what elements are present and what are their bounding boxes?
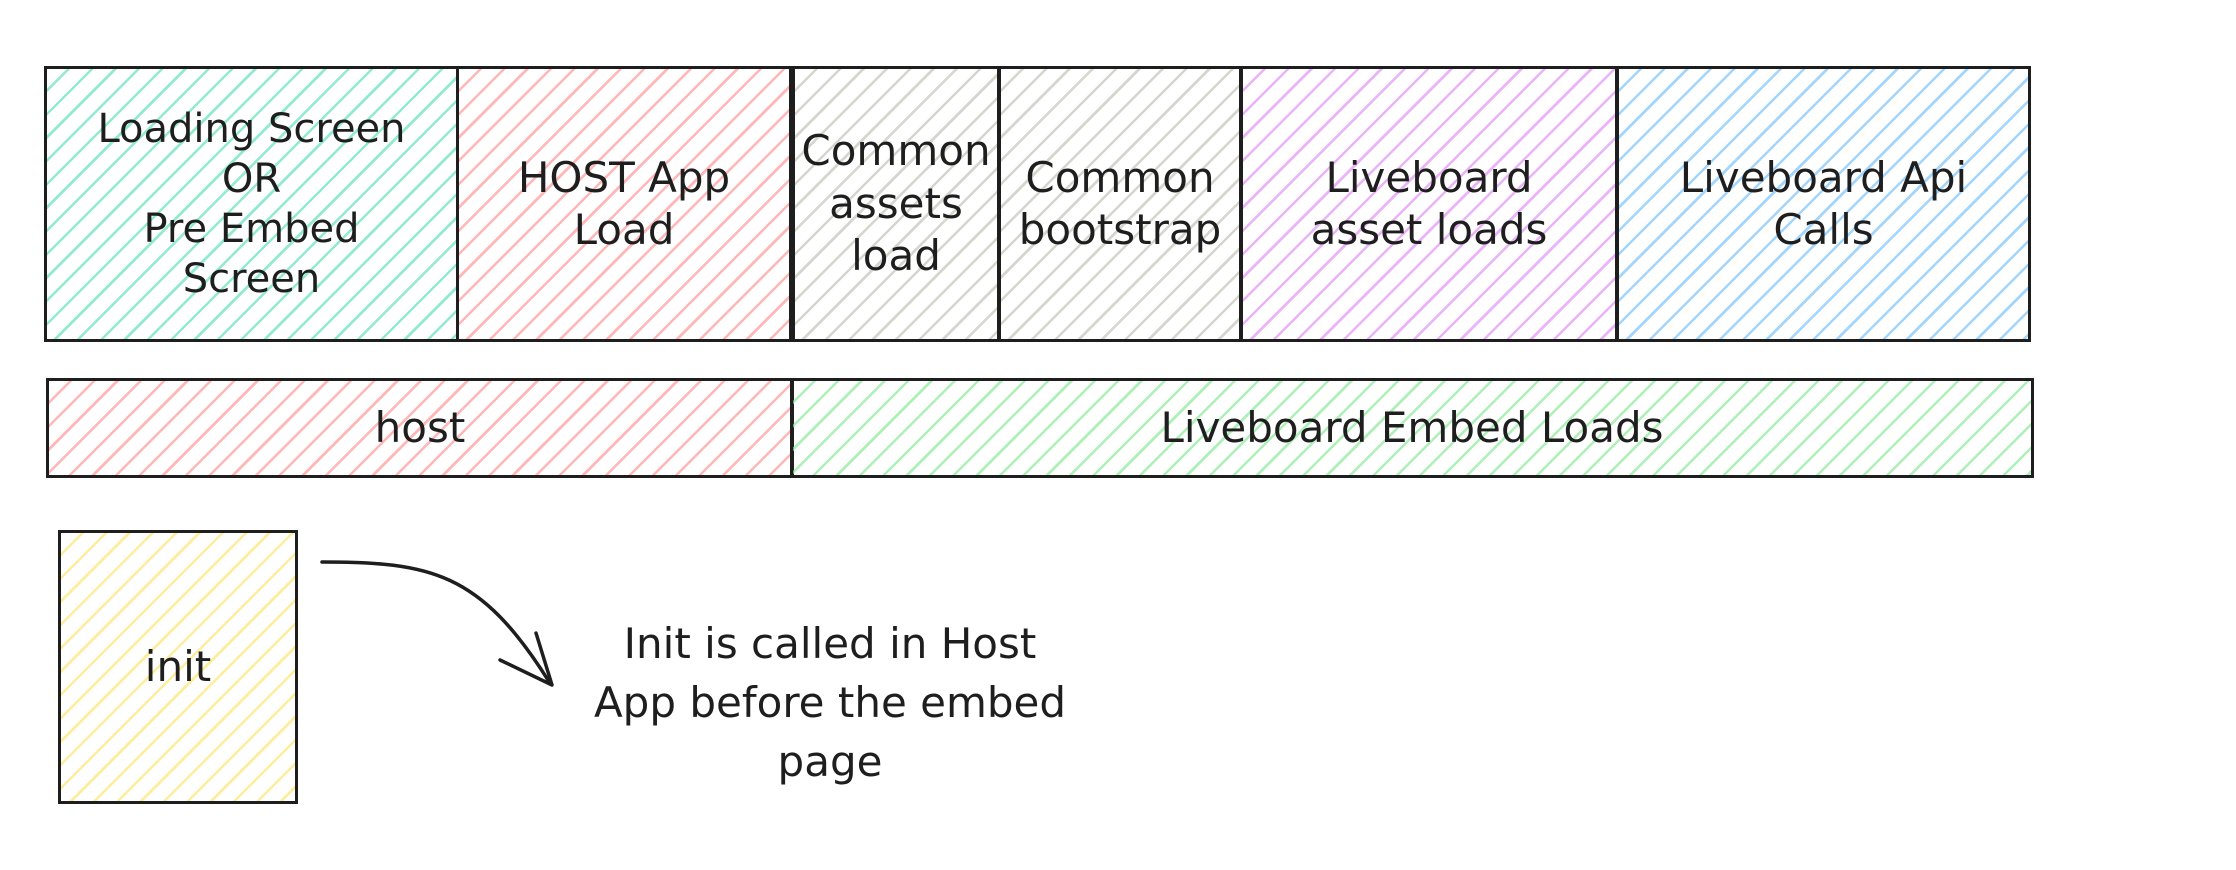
segment-label: Common bootstrap <box>1018 152 1222 255</box>
arrow-shaft <box>320 560 550 682</box>
init-note: Init is called in Host App before the em… <box>593 619 1067 786</box>
phase-host: host <box>46 378 794 478</box>
segment-liveboard-api-calls: Liveboard Api Calls <box>1616 66 2031 342</box>
init-label: init <box>144 641 212 691</box>
segment-loading-screen: Loading Screen OR Pre Embed Screen <box>44 66 459 342</box>
phase-liveboard-embed-loads: Liveboard Embed Loads <box>790 378 2034 478</box>
segment-common-bootstrap: Common bootstrap <box>998 66 1242 342</box>
segment-liveboard-asset-loads: Liveboard asset loads <box>1240 66 1618 342</box>
arrow-head <box>498 631 554 687</box>
segment-label: Liveboard asset loads <box>1310 152 1548 255</box>
segment-label: Loading Screen OR Pre Embed Screen <box>97 106 406 302</box>
init-box: init <box>58 530 298 804</box>
segment-label: Common assets load <box>801 126 991 281</box>
segment-host-app-load: HOST App Load <box>456 66 792 342</box>
phase-label: host <box>374 402 466 452</box>
segment-common-assets-load: Common assets load <box>792 66 1000 342</box>
segment-label: HOST App Load <box>517 152 731 255</box>
phase-label: Liveboard Embed Loads <box>1160 402 1664 452</box>
segment-label: Liveboard Api Calls <box>1679 152 1968 255</box>
